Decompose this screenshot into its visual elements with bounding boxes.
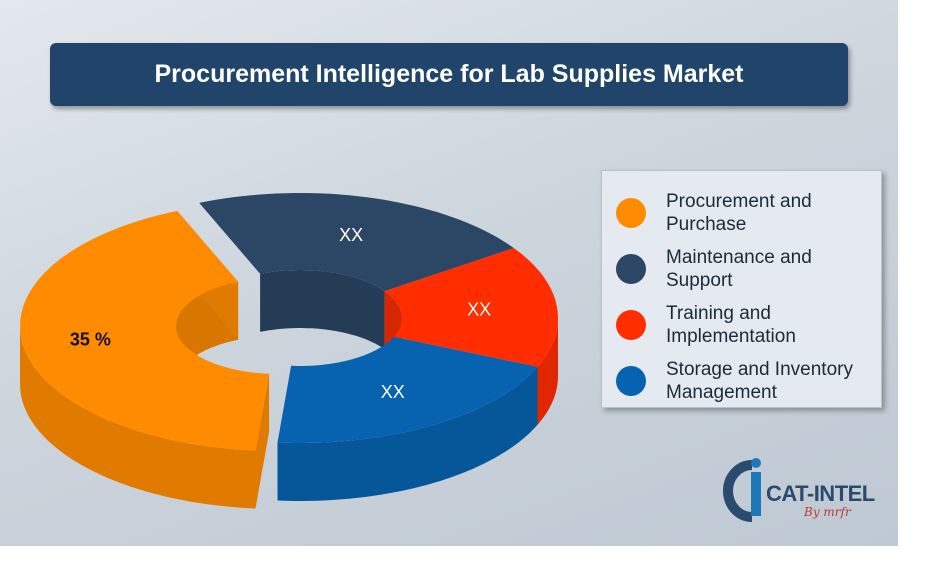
cat-intel-logo: CAT-INTEL By mrfr (722, 455, 892, 525)
legend-swatch-icon (616, 254, 646, 284)
logo-mark-icon (723, 458, 761, 522)
legend-item: Maintenance and Support (616, 241, 873, 297)
legend-label: Maintenance and Support (666, 247, 812, 291)
legend-swatch-icon (616, 310, 646, 340)
legend-item: Storage and Inventory Management (616, 353, 873, 409)
legend: Procurement and Purchase Maintenance and… (601, 170, 882, 408)
legend-label: Procurement and Purchase (666, 191, 812, 235)
legend-item: Procurement and Purchase (616, 185, 873, 241)
logo-sub: By mrfr (804, 505, 851, 519)
legend-swatch-icon (616, 366, 646, 396)
donut-chart: XX XX XX 35 % (20, 193, 558, 509)
legend-label: Storage and Inventory Management (666, 359, 853, 403)
data-label: XX (381, 382, 405, 402)
donut-slice-training-and-implementation (384, 248, 558, 367)
outer-wall-2 (537, 318, 558, 425)
outer-wall-3 (277, 366, 538, 501)
data-label: XX (467, 300, 491, 320)
data-label: 35 % (70, 330, 111, 350)
donut-slice-procurement-and-purchase (20, 210, 270, 451)
donut-slice-storage-and-inventory-management (277, 336, 538, 443)
slice-side-face (255, 373, 270, 509)
legend-swatch-icon (616, 198, 646, 228)
donut-slice-maintenance-and-support (199, 193, 514, 292)
legend-label: Training and Implementation (666, 303, 796, 347)
chart-title: Procurement Intelligence for Lab Supplie… (50, 43, 848, 106)
outer-wall-0 (20, 326, 256, 509)
data-label: XX (339, 225, 363, 245)
inner-wall-1 (260, 270, 385, 350)
title-text: Procurement Intelligence for Lab Supplie… (154, 60, 744, 88)
logo-brand: CAT-INTEL (766, 481, 875, 506)
legend-item: Training and Implementation (616, 297, 873, 353)
